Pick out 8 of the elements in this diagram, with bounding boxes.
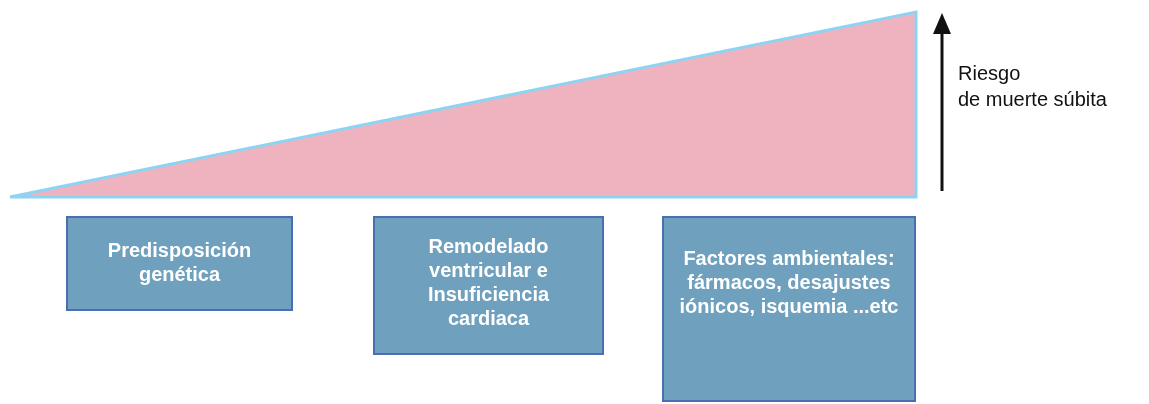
- box-label: Factores ambientales: fármacos, desajustes iónicos, isquemia ...etc: [678, 246, 900, 318]
- process-box: [66, 216, 293, 311]
- process-box: [373, 216, 604, 355]
- axis-label: de muerte súbita: [958, 87, 1107, 111]
- axis-label: Riesgo: [958, 61, 1021, 85]
- box-label: Remodelado ventricular e Insuficiencia cardiaca: [426, 234, 551, 330]
- box-label: Predisposición genética: [106, 238, 253, 286]
- process-box: [662, 216, 916, 402]
